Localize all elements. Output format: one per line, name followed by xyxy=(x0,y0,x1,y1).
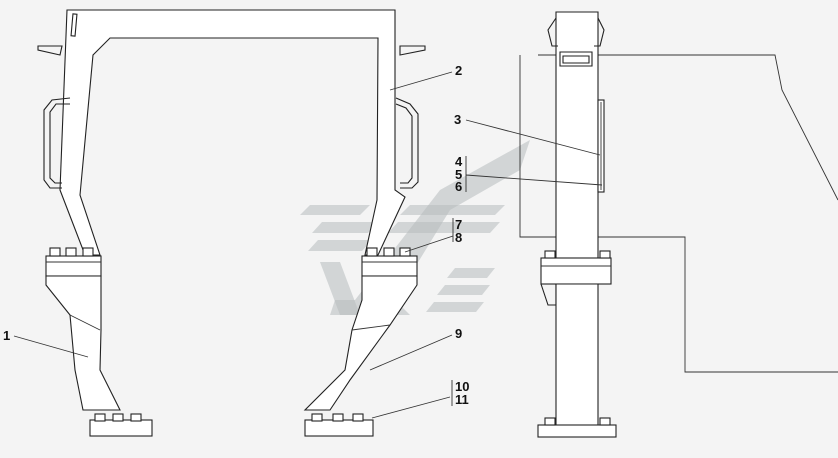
side-foot-plate xyxy=(537,424,617,438)
bolts-right-knee xyxy=(366,247,411,257)
foot-plate-right xyxy=(304,419,374,437)
callout-9: 9 xyxy=(455,326,462,341)
bolts-right-foot xyxy=(311,413,364,422)
side-view-column xyxy=(519,11,838,438)
callout-labels: 1 2 3 4 5 6 7 8 9 10 11 xyxy=(3,63,469,407)
callout-6: 6 xyxy=(455,179,462,194)
callout-3: 3 xyxy=(454,112,461,127)
callout-4: 4 xyxy=(455,154,463,169)
front-frame xyxy=(37,9,426,437)
leader-lines xyxy=(13,71,603,419)
callout-11: 11 xyxy=(455,392,469,407)
callout-5: 5 xyxy=(455,167,462,182)
bolts-left-foot xyxy=(94,413,142,422)
flange-right xyxy=(361,255,418,277)
callout-8: 8 xyxy=(455,230,462,245)
callout-1: 1 xyxy=(3,328,10,343)
flange-left xyxy=(45,255,102,277)
foot-plate-left xyxy=(89,419,153,437)
side-flange xyxy=(540,257,612,285)
callout-10: 10 xyxy=(455,379,469,394)
callout-2: 2 xyxy=(455,63,462,78)
callout-7: 7 xyxy=(455,217,462,232)
bolts-left-knee xyxy=(49,247,94,257)
